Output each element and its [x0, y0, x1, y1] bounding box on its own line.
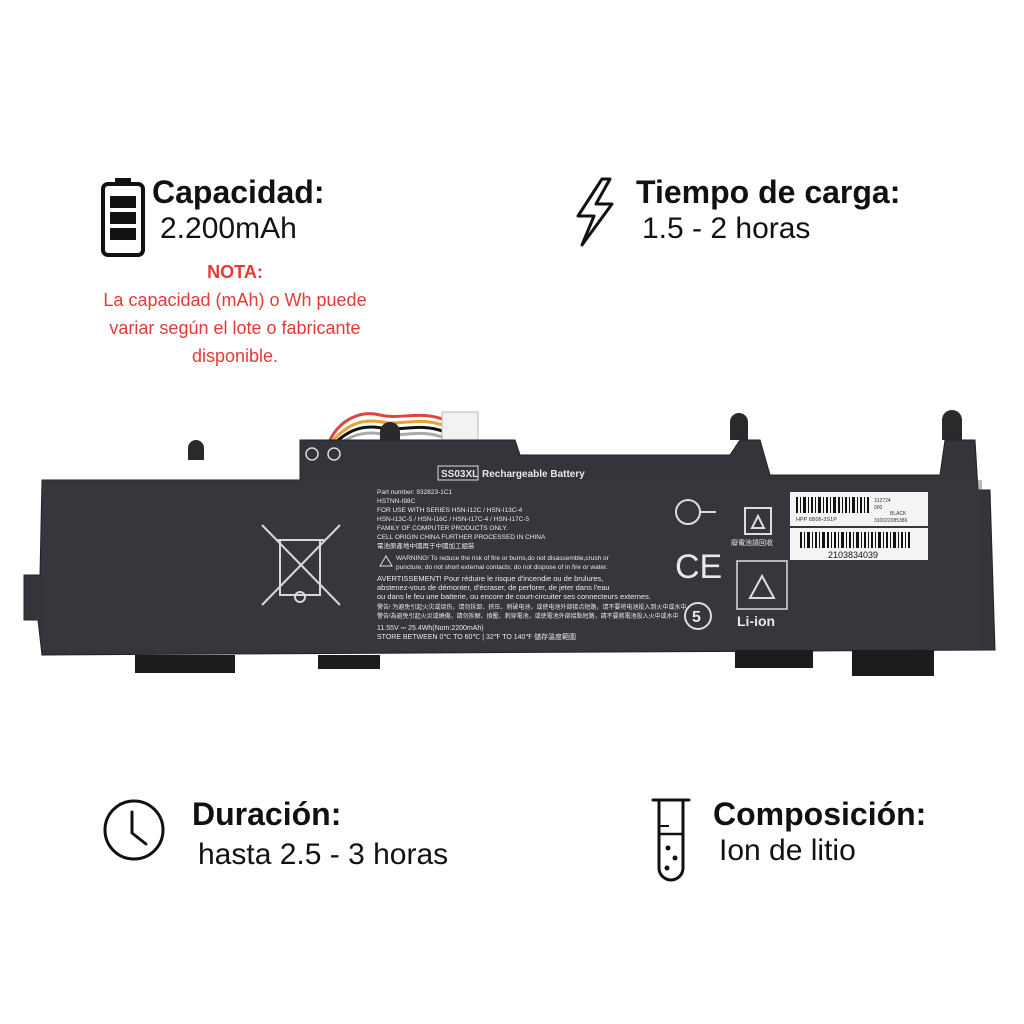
cn-warn2-text: 警告!為避免引起火災或燒傷，請勿拆解、擠壓、刺穿電池，或使電池外部接點短路，請不… [377, 612, 679, 620]
li-ion-text: Li-ion [737, 613, 775, 629]
family-text: FAMILY OF COMPUTER PRODUCTS ONLY. [377, 525, 508, 532]
capacity-value-wrap: 2.200mAh [160, 214, 297, 244]
series1-text: FOR USE WITH SERIES HSN-I12C / HSN-I13C-… [377, 507, 523, 514]
capacity-title: Capacidad: [152, 174, 325, 210]
type-text: Rechargeable Battery [482, 469, 585, 480]
note-line-1: La capacidad (mAh) o Wh puede [103, 290, 367, 310]
avert1-text: AVERTISSEMENT! Pour réduire le risque d'… [377, 574, 603, 583]
crossed-bin-icon [261, 524, 341, 606]
ce-mark: CE [675, 548, 722, 586]
part-number: Part number: 932823-1C1 [377, 489, 453, 496]
origin-cn-text: 電池原產地中國再于中國加工組裝 [377, 541, 475, 550]
capacity-value: 2.200mAh [160, 212, 297, 245]
series2-text: HSN-I13C-5 / HSN-I16C / HSN-I17C-4 / HSN… [377, 516, 529, 523]
capacity-note: NOTA: La capacidad (mAh) o Wh puede vari… [70, 258, 400, 370]
charge-time-spec: Tiempo de carga: [636, 176, 900, 208]
composition-spec: Composición: [713, 798, 926, 830]
eco-5-icon [684, 602, 712, 630]
lightning-icon [572, 176, 618, 248]
recycle-box-icon [744, 507, 772, 535]
pct-icon [675, 499, 716, 525]
barcode-top-text: HPP 6B06-3S1P [796, 517, 837, 523]
duration-spec: Duración: [192, 798, 341, 830]
barcode-small1: 312724 [874, 498, 891, 504]
composition-value-wrap: Ion de litio [719, 836, 856, 866]
charge-time-title: Tiempo de carga: [636, 174, 901, 210]
cn-warn1-text: 警告! 为避免引起火灾或烧伤，请勿拆卸、挤压、刺破电池，或使电池外部接点短路，请… [377, 603, 686, 611]
test-tube-icon [650, 796, 692, 886]
clock-icon [102, 798, 166, 862]
battery-icon [100, 176, 146, 258]
barcode-serial2: 310022085386 [874, 518, 908, 524]
li-ion-recycle-icon [748, 573, 776, 599]
composition-value: Ion de litio [719, 834, 856, 867]
hstnn-text: HSTNN-I98C [377, 498, 416, 505]
rating-text: 11.55V ⎓ 25.4Wh(Nom:2200mAh) [377, 625, 484, 632]
barcode-bottom [800, 532, 910, 548]
duration-value: hasta 2.5 - 3 horas [198, 838, 449, 871]
origin-text: CELL ORIGIN CHINA FURTHER PROCESSED IN C… [377, 534, 546, 541]
model-text: SS03XL [441, 469, 478, 480]
store-text: STORE BETWEEN 0℃ TO 60℃ | 32℉ TO 140℉ 儲存… [377, 632, 576, 641]
note-line-3: disponible. [191, 346, 279, 366]
note-line-2: variar según el lote o fabricante [109, 318, 361, 338]
duration-title: Duración: [192, 796, 342, 832]
barcode-small2: 000 [874, 505, 883, 511]
barcode-small3: BLACK [890, 511, 907, 517]
duration-value-wrap: hasta 2.5 - 3 horas [198, 840, 448, 870]
avert2-text: abstenez-vous de démonter, d'écraser, de… [377, 583, 610, 592]
barcode-top [796, 497, 869, 513]
charge-time-value: 1.5 - 2 horas [642, 212, 811, 245]
note-title: NOTA: [207, 262, 263, 282]
composition-title: Composición: [713, 796, 927, 832]
serial-text: 2103834039 [828, 550, 878, 560]
capacity-spec: Capacidad: [152, 176, 324, 208]
charge-time-value-wrap: 1.5 - 2 horas [642, 214, 810, 244]
recycle-cn-text: 廢電池請回收 [731, 538, 773, 547]
warning1-text: WARNING! To reduce the risk of fire or b… [396, 555, 610, 562]
warning2-text: puncture; do not short external contacts… [396, 564, 608, 571]
avert3-text: ou dans le feu une batterie, ou encore d… [377, 592, 651, 601]
svg-text:5: 5 [692, 609, 701, 626]
